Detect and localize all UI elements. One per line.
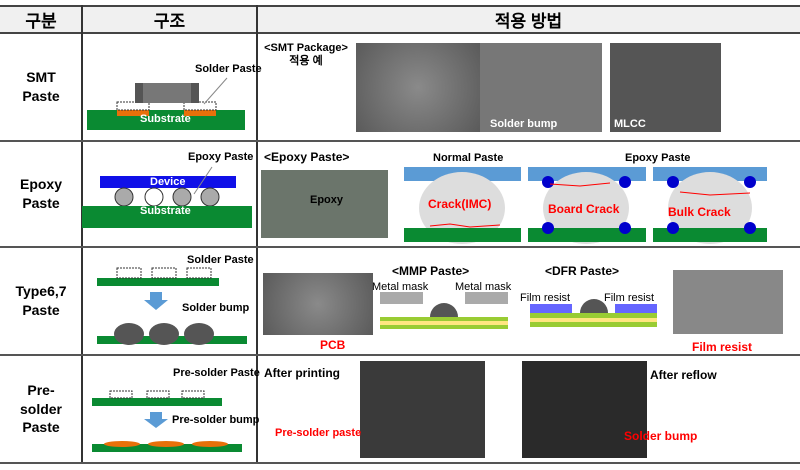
divider [256,5,258,463]
solder-paste-label: Solder Paste [187,254,254,266]
device-label: Device [150,176,186,188]
divider [81,5,83,463]
pre-solder-structure-diagram [92,390,242,452]
mlcc-photo [610,43,721,132]
board-crack-label: Board Crack [548,202,620,216]
after-reflow-label: After reflow [650,368,717,382]
mlcc-caption: MLCC [614,118,646,130]
film-resist-label-2: Film resist [604,292,655,304]
type67-structure-diagram [97,267,247,345]
category-pre-solder-paste: Pre- solder Paste [19,381,62,436]
mmp-paste-title: <MMP Paste> [392,264,470,278]
smt-package-title: <SMT Package> 적용 예 [264,42,348,68]
pcb-photo [263,273,373,335]
solder-bump-photo-2 [480,43,602,132]
metal-mask-label: Metal mask [372,281,429,293]
pre-solder-bump-label: Pre-solder bump [172,414,260,426]
dfr-paste-title: <DFR Paste> [545,264,620,278]
after-printing-label: After printing [264,366,340,380]
film-resist-photo [673,270,783,334]
divider [0,462,800,464]
solder-bump-caption: Solder bump [490,118,558,130]
epoxy-photo-label: Epoxy [310,194,344,206]
substrate-label: Substrate [140,205,191,217]
normal-paste-title: Normal Paste [433,152,504,164]
crack-diagrams [404,167,767,244]
category-type67-paste: Type6,7 Paste [15,283,67,318]
bulk-crack-label: Bulk Crack [668,205,731,219]
epoxy-paste-title: <Epoxy Paste> [264,150,350,164]
pre-solder-paste-photo-label: Pre-solder paste [275,427,362,439]
divider [0,246,800,248]
after-printing-photo [360,361,485,458]
epoxy-structure-diagram [82,166,252,228]
table-header [0,5,800,34]
smt-structure-diagram [87,77,245,130]
pcb-label: PCB [320,338,346,352]
divider [0,140,800,142]
solder-bump-photo-label: Solder bump [624,429,698,443]
film-resist-photo-label: Film resist [692,340,753,354]
header-structure: 구조 [153,11,186,31]
solder-bump-photo [356,43,480,132]
epoxy-paste-subtitle: Epoxy Paste [625,152,691,164]
divider [0,354,800,356]
epoxy-paste-label: Epoxy Paste [188,151,254,163]
substrate-label: Substrate [140,113,191,125]
film-resist-label: Film resist [520,292,571,304]
category-epoxy-paste: Epoxy Paste [19,176,62,211]
crack-imc-label: Crack(IMC) [428,197,492,211]
solder-paste-label: Solder Paste [195,63,262,75]
epoxy-photo [261,170,388,238]
header-application: 적용 방법 [494,11,563,31]
pre-solder-paste-label: Pre-solder Paste [173,367,260,379]
solder-bump-label: Solder bump [182,302,250,314]
metal-mask-label-2: Metal mask [455,281,512,293]
mmp-dfr-diagrams [380,292,657,329]
category-smt-paste: SMT Paste [22,69,60,104]
header-category: 구분 [25,11,57,31]
after-reflow-photo [522,361,647,458]
